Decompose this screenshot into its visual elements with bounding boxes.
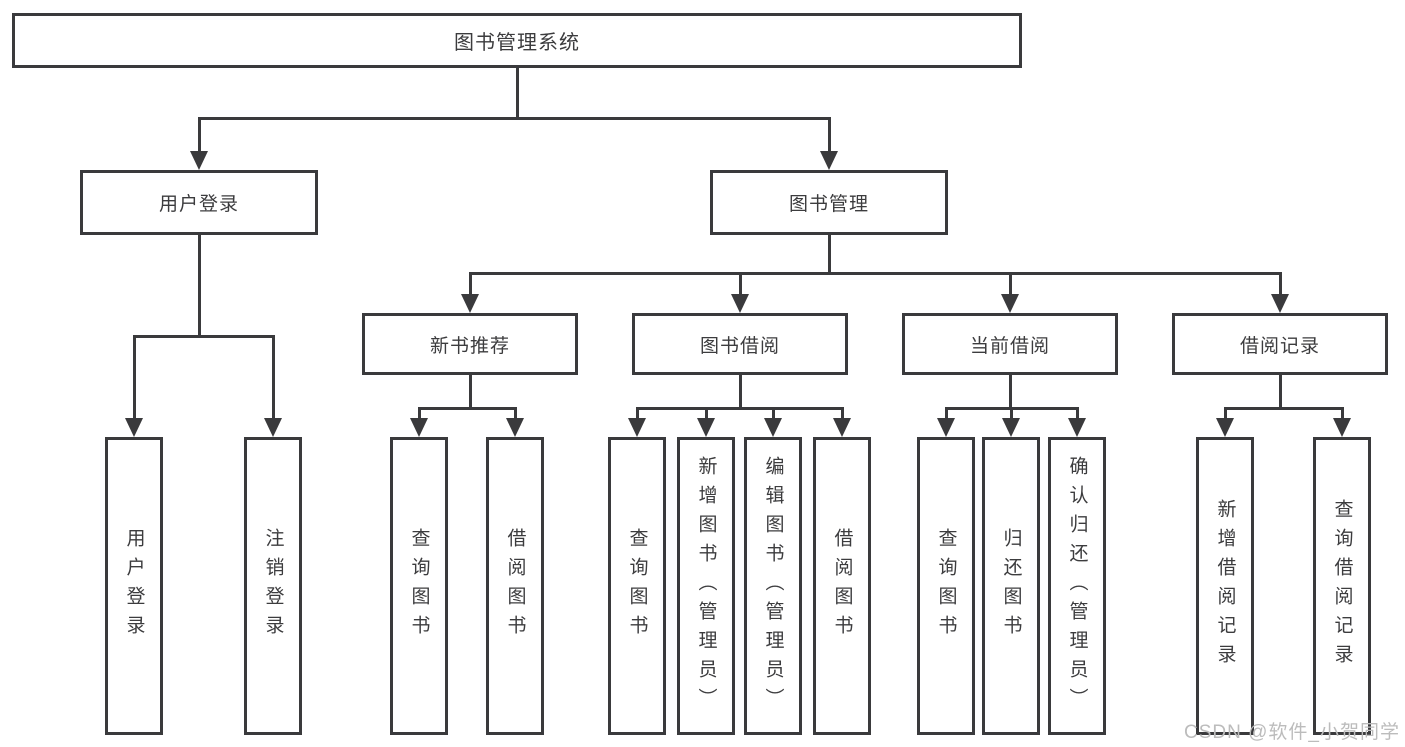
connector-drop-cb-return [1010, 407, 1013, 420]
watermark: CSDN @软件_小贺同学 [1184, 722, 1400, 743]
arrowhead-new-books [461, 294, 479, 313]
arrowhead-bb-add [697, 418, 715, 437]
connector-book-management-trunk [828, 234, 831, 275]
connector-drop-login-leaf [133, 335, 136, 420]
connector-drop-nb-borrow [514, 407, 517, 420]
node-nb-query-books: 查询图书 [390, 437, 448, 735]
node-book-management: 图书管理 [710, 170, 948, 235]
connector-book-borrowing-bus [636, 407, 844, 410]
connector-drop-book-management [828, 117, 831, 153]
node-login-leaf: 用户登录 [105, 437, 163, 735]
connector-borrowing-records-trunk [1279, 374, 1282, 410]
connector-borrowing-records-bus [1224, 407, 1344, 410]
connector-drop-logout-leaf [272, 335, 275, 420]
arrowhead-book-borrowing [731, 294, 749, 313]
connector-drop-nb-query [418, 407, 421, 420]
node-br-query-record: 查询借阅记录 [1313, 437, 1371, 735]
arrowhead-login-leaf [125, 418, 143, 437]
arrowhead-br-query [1333, 418, 1351, 437]
connector-drop-cb-query [945, 407, 948, 420]
node-book-borrowing: 图书借阅 [632, 313, 848, 375]
connector-drop-borrowing-records [1279, 272, 1282, 296]
node-br-add-record: 新增借阅记录 [1196, 437, 1254, 735]
connector-drop-bb-query [636, 407, 639, 420]
node-bb-edit-books-admin: 编辑图书（管理员） [744, 437, 802, 735]
connector-new-books-bus [418, 407, 517, 410]
connector-drop-current-borrowing [1009, 272, 1012, 296]
connector-user-login-bus [133, 335, 274, 338]
connector-root-trunk [516, 68, 519, 119]
node-borrowing-records: 借阅记录 [1172, 313, 1388, 375]
arrowhead-cb-query [937, 418, 955, 437]
arrowhead-logout-leaf [264, 418, 282, 437]
node-bb-query-books: 查询图书 [608, 437, 666, 735]
connector-book-borrowing-trunk [739, 374, 742, 410]
arrowhead-bb-query [628, 418, 646, 437]
node-bb-borrow-books: 借阅图书 [813, 437, 871, 735]
connector-drop-user-login [198, 117, 201, 153]
connector-drop-bb-edit [772, 407, 775, 420]
arrowhead-current-borrowing [1001, 294, 1019, 313]
arrowhead-borrowing-records [1271, 294, 1289, 313]
node-bb-add-books-admin: 新增图书（管理员） [677, 437, 735, 735]
arrowhead-user-login [190, 151, 208, 170]
node-new-book-recommend: 新书推荐 [362, 313, 578, 375]
connector-drop-br-query [1341, 407, 1344, 420]
connector-drop-book-borrowing [739, 272, 742, 296]
node-cb-query-books: 查询图书 [917, 437, 975, 735]
arrowhead-bb-edit [764, 418, 782, 437]
arrowhead-nb-borrow [506, 418, 524, 437]
node-current-borrowing: 当前借阅 [902, 313, 1118, 375]
arrowhead-cb-return [1002, 418, 1020, 437]
arrowhead-cb-confirm [1068, 418, 1086, 437]
connector-user-login-trunk [198, 234, 201, 338]
node-user-login: 用户登录 [80, 170, 318, 235]
node-library-system: 图书管理系统 [12, 13, 1022, 68]
node-nb-borrow-books: 借阅图书 [486, 437, 544, 735]
node-cb-confirm-return-admin: 确认归还（管理员） [1048, 437, 1106, 735]
connector-drop-new-books [469, 272, 472, 296]
connector-drop-bb-borrow [841, 407, 844, 420]
arrowhead-bb-borrow [833, 418, 851, 437]
connector-current-borrowing-trunk [1009, 374, 1012, 410]
node-logout-leaf: 注销登录 [244, 437, 302, 735]
arrowhead-nb-query [410, 418, 428, 437]
connector-drop-bb-add [705, 407, 708, 420]
connector-book-management-bus [469, 272, 1281, 275]
connector-drop-br-add [1224, 407, 1227, 420]
node-cb-return-books: 归还图书 [982, 437, 1040, 735]
connector-root-bus [198, 117, 830, 120]
connector-new-books-trunk [469, 374, 472, 410]
arrowhead-book-management [820, 151, 838, 170]
connector-drop-cb-confirm [1076, 407, 1079, 420]
arrowhead-br-add [1216, 418, 1234, 437]
